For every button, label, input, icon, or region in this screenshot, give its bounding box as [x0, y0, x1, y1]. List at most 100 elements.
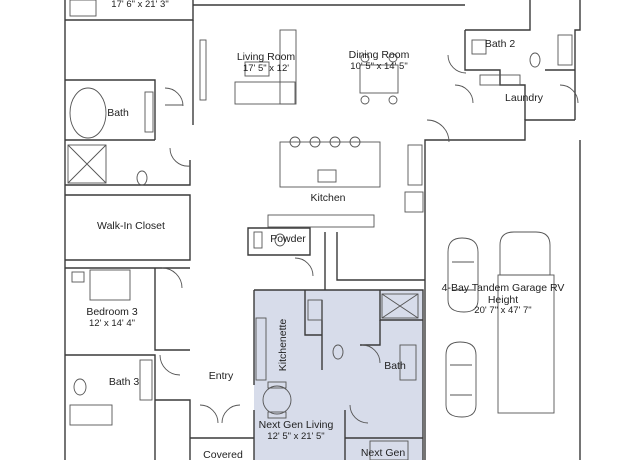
door-swing — [161, 267, 183, 289]
bed-icon — [69, 0, 97, 17]
room-dims: 12' x 14' 4" — [88, 317, 136, 329]
stool-icon — [309, 136, 321, 148]
room-label-walk-in-closet: Walk-In Closet — [97, 220, 165, 233]
interior-wall — [65, 79, 156, 140]
room-label-living-room: Living Room 17' 5" x 12' — [236, 51, 296, 74]
toilet-icon — [529, 52, 541, 68]
shower-icon — [381, 293, 419, 319]
room-label-dining-room: Dining Room 10' 5" x 14' 5" — [348, 49, 410, 72]
interior-wall — [154, 268, 190, 351]
next-gen-suite-area — [254, 290, 423, 460]
coffee-table-icon — [244, 61, 270, 77]
room-name: Next Gen — [360, 447, 406, 459]
laundry-counter-icon — [479, 74, 521, 86]
toilet-icon — [136, 170, 148, 186]
room-label-powder: Powder — [270, 233, 306, 246]
door-swing — [164, 87, 184, 107]
room-name: Bath 2 — [484, 38, 516, 50]
washer-icon — [471, 39, 487, 55]
chair-icon — [360, 95, 370, 105]
door-swing — [294, 257, 314, 277]
interior-wall — [65, 194, 191, 261]
interior-wall — [464, 30, 526, 120]
chair-icon — [267, 381, 287, 389]
chair-icon — [267, 411, 287, 419]
door-swing — [199, 404, 219, 424]
vanity-icon — [557, 34, 573, 66]
toilet-icon — [73, 378, 87, 396]
vanity-icon — [139, 359, 153, 401]
interior-wall — [155, 399, 191, 460]
bed-icon — [89, 269, 131, 301]
bathtub-icon — [69, 87, 107, 139]
room-label-next-gen-bath: Bath — [384, 360, 406, 373]
door-swing — [454, 84, 474, 104]
room-name: Entry — [208, 370, 234, 382]
car-icon — [450, 364, 472, 396]
stool-icon — [349, 136, 361, 148]
door-swing — [361, 344, 381, 364]
door-swing — [426, 119, 450, 143]
shower-icon — [67, 144, 107, 184]
room-label-entry: Entry — [208, 370, 234, 383]
room-name: Walk-In Closet — [97, 220, 165, 232]
sofa-icon — [279, 29, 297, 105]
stool-icon — [289, 136, 301, 148]
room-name: Bath — [107, 107, 129, 119]
rv-icon — [499, 231, 551, 276]
room-name: Dining Room — [348, 49, 410, 61]
interior-wall — [65, 160, 191, 186]
room-name: Powder — [270, 233, 306, 245]
interior-wall — [247, 227, 311, 256]
car-icon — [452, 261, 474, 291]
bed-icon — [369, 440, 409, 460]
fridge-icon — [307, 299, 323, 321]
exterior-wall — [424, 119, 575, 460]
door-swing — [221, 404, 241, 424]
door-swing — [169, 147, 191, 167]
room-name: Laundry — [505, 92, 543, 104]
interior-wall — [465, 0, 531, 31]
room-dims: 17' 6" x 21' 3" — [111, 0, 169, 10]
exterior-wall — [574, 0, 581, 120]
room-label-covered: Covered — [203, 449, 243, 462]
kitchen-island-icon — [279, 141, 381, 188]
chair-icon — [388, 53, 398, 63]
room-name: Covered — [203, 449, 243, 461]
door-swing — [559, 84, 579, 104]
room-label-next-gen-living: Next Gen Living 12' 5" x 21' 5" — [256, 419, 336, 442]
door-swing — [159, 354, 181, 376]
room-name: Bedroom 3 — [86, 306, 138, 318]
car-icon — [445, 341, 477, 418]
toilet-icon — [274, 233, 286, 247]
room-dims: 12' 5" x 21' 5" — [267, 430, 325, 442]
door-swing — [447, 54, 467, 74]
bathtub-icon — [69, 404, 113, 426]
room-dims: 20' 7" x 47' 7" — [474, 305, 532, 317]
toilet-icon — [332, 344, 344, 360]
room-name: Living Room — [236, 51, 296, 63]
oven-icon — [404, 191, 424, 213]
room-label-bedroom-3: Bedroom 3 12' x 14' 4" — [86, 306, 138, 329]
interior-wall — [304, 290, 322, 336]
chair-icon — [360, 53, 370, 63]
shower-icon — [67, 144, 107, 184]
sofa-icon — [234, 81, 296, 105]
interior-wall — [336, 232, 425, 281]
dining-table-icon — [359, 64, 399, 94]
counter-icon — [267, 214, 375, 228]
room-name: Kitchen — [310, 192, 346, 204]
room-name: Bath — [384, 360, 406, 372]
room-label-bath-2: Bath 2 — [484, 38, 516, 51]
room-label-kitchen: Kitchen — [310, 192, 346, 205]
room-name: Kitchenette — [277, 318, 290, 372]
room-label-next-gen: Next Gen — [360, 447, 406, 460]
interior-wall — [360, 320, 381, 346]
room-label-bath: Bath — [107, 107, 129, 120]
kitchenette-counter-icon — [255, 317, 267, 381]
room-label-primary: 17' 6" x 21' 3" — [111, 0, 168, 10]
chair-icon — [388, 95, 398, 105]
room-dims: 17' 5" x 12' — [242, 62, 290, 74]
